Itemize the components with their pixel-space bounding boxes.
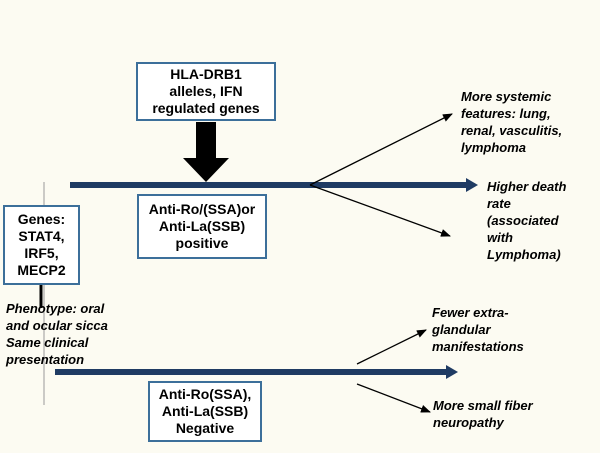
- arrow-to-neuropathy: [356, 383, 431, 413]
- hla-box: HLA-DRB1 alleles, IFN regulated genes: [136, 62, 276, 121]
- arrow-to-systemic: [309, 113, 453, 186]
- positive-box: Anti-Ro/(SSA)or Anti-La(SSB) positive: [137, 194, 267, 259]
- fewer-manifestations-note: Fewer extra- glandular manifestations: [432, 305, 524, 354]
- arrow-to-fewer: [356, 329, 427, 365]
- top-main-arrow: [70, 178, 478, 192]
- bottom-main-arrow: [55, 365, 458, 379]
- hla-down-arrow: [183, 122, 229, 182]
- neuropathy-note: More small fiber neuropathy: [433, 398, 533, 430]
- phenotype-note: Phenotype: oral and ocular sicca Same cl…: [6, 301, 108, 367]
- systemic-features-note: More systemic features: lung, renal, vas…: [461, 89, 563, 155]
- genes-box: Genes: STAT4, IRF5, MECP2: [3, 205, 80, 285]
- negative-box: Anti-Ro(SSA), Anti-La(SSB) Negative: [148, 381, 262, 442]
- death-rate-note: Higher death rate (associated with Lymph…: [487, 179, 567, 262]
- arrow-to-death: [309, 184, 451, 237]
